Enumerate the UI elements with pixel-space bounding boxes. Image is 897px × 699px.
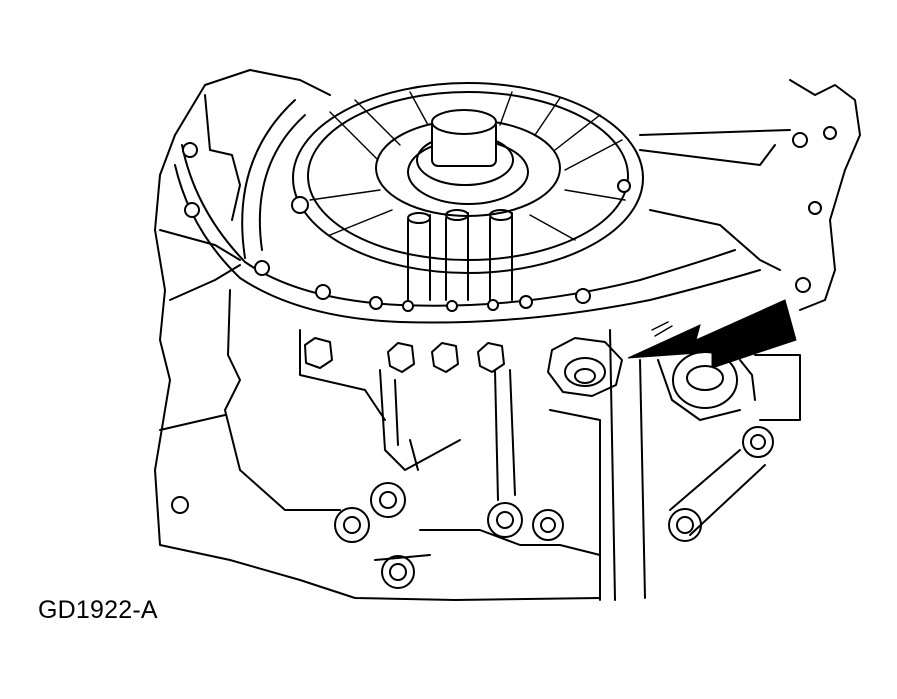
bearing-housing: [291, 82, 644, 274]
figure-code-label: GD1922-A: [38, 596, 158, 624]
pointer-arrow: [627, 299, 797, 369]
mounting-flange: [174, 126, 837, 324]
flange-bolts: [304, 337, 505, 373]
drain-plug: [547, 337, 623, 397]
case-outline: [154, 69, 861, 601]
lower-bosses: [171, 351, 774, 589]
shift-rails: [407, 209, 513, 301]
housing-interior: [241, 99, 791, 271]
